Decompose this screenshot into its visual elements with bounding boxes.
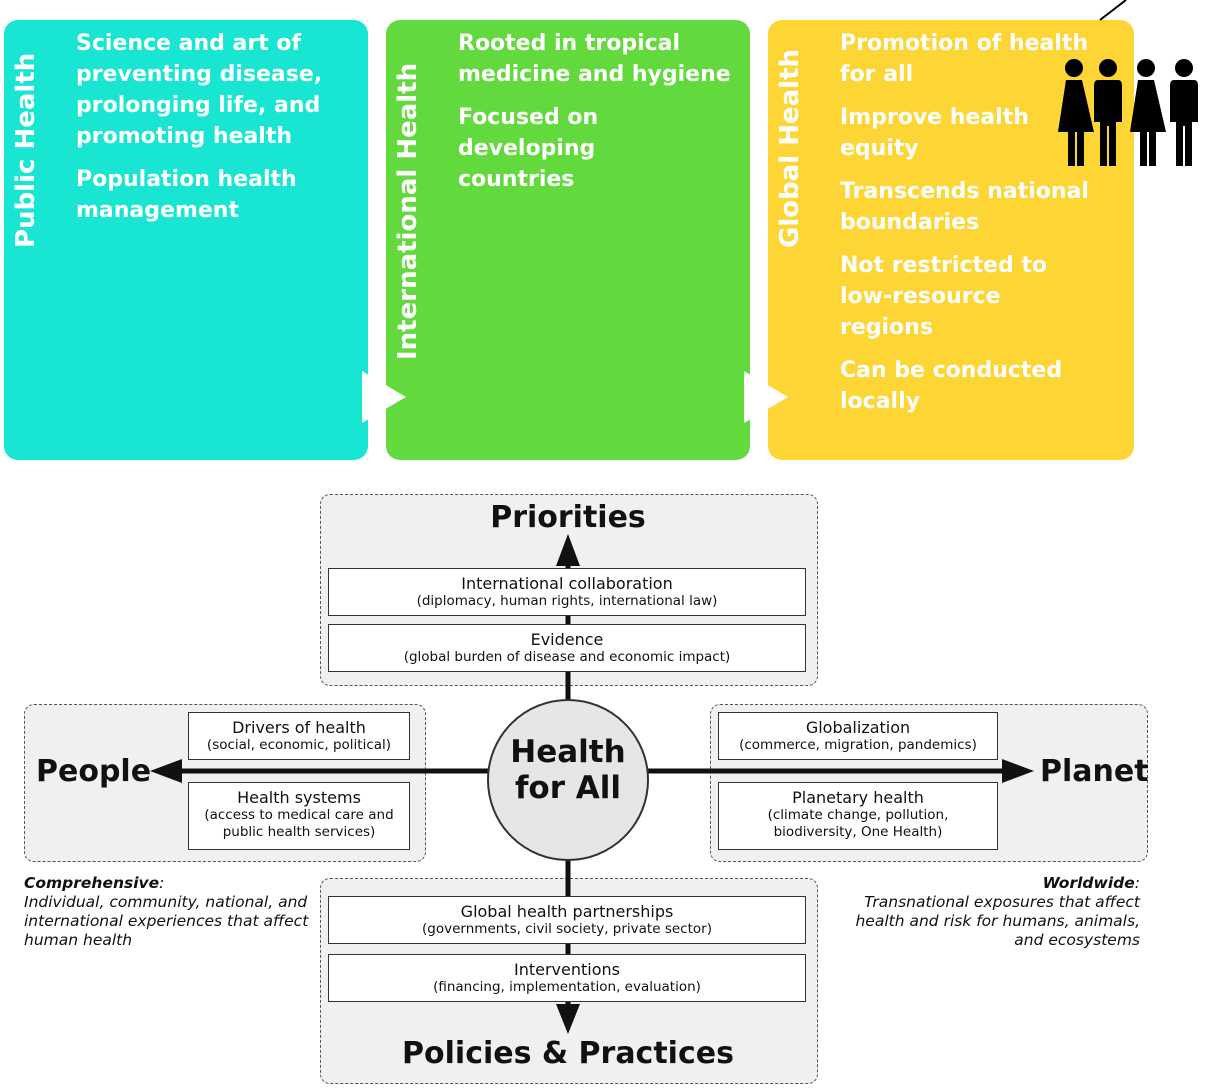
comprehensive-note: Comprehensive: Individual, community, na… bbox=[24, 874, 309, 949]
box-international-collaboration: International collaboration (diplomacy, … bbox=[328, 568, 806, 616]
priorities-heading: Priorities bbox=[490, 500, 646, 535]
box-subtitle: (commerce, migration, pandemics) bbox=[739, 737, 977, 753]
people-heading: People bbox=[36, 754, 152, 789]
chevron-right-icon bbox=[362, 371, 406, 423]
center-line-1: Health bbox=[510, 734, 626, 770]
panel-international-health: International Health Rooted in tropical … bbox=[386, 20, 750, 460]
center-line-2: for All bbox=[514, 770, 622, 806]
box-subtitle: (access to medical care and public healt… bbox=[204, 807, 394, 840]
box-globalization: Globalization (commerce, migration, pand… bbox=[718, 712, 998, 760]
bullet-list: Science and art of preventing disease, p… bbox=[76, 28, 360, 238]
note-heading: Worldwide bbox=[1042, 874, 1135, 892]
box-subtitle: (social, economic, political) bbox=[206, 737, 392, 753]
box-title: Health systems bbox=[237, 788, 361, 807]
bullet-item: Population health management bbox=[76, 167, 297, 223]
box-title: Planetary health bbox=[792, 788, 924, 807]
bullet-item: Rooted in tropical medicine and hygiene bbox=[458, 31, 731, 87]
box-title: Global health partnerships bbox=[460, 902, 674, 921]
panel-public-health: Public Health Science and art of prevent… bbox=[4, 20, 368, 460]
note-body: Individual, community, national, and int… bbox=[24, 893, 309, 949]
box-subtitle: (global burden of disease and economic i… bbox=[403, 649, 731, 665]
box-subtitle: (governments, civil society, private sec… bbox=[422, 921, 712, 937]
box-subtitle: (diplomacy, human rights, international … bbox=[416, 593, 718, 609]
box-planetary-health: Planetary health (climate change, pollut… bbox=[718, 782, 998, 850]
box-subtitle: (climate change, pollution, biodiversity… bbox=[767, 807, 949, 840]
box-title: Evidence bbox=[530, 630, 604, 649]
bullet-list: Promotion of health for all Improve heal… bbox=[840, 28, 1120, 429]
box-subtitle: (financing, implementation, evaluation) bbox=[433, 979, 701, 995]
worldwide-note: Worldwide: Transnational exposures that … bbox=[855, 874, 1140, 949]
box-title: International collaboration bbox=[461, 574, 673, 593]
bullet-item: Transcends national boundaries bbox=[840, 179, 1089, 235]
bullet-list: Rooted in tropical medicine and hygiene … bbox=[458, 28, 742, 207]
note-body: Transnational exposures that affect heal… bbox=[855, 893, 1140, 949]
bullet-item: Improve health equity bbox=[840, 105, 1029, 161]
box-interventions: Interventions (financing, implementation… bbox=[328, 954, 806, 1002]
box-title: Drivers of health bbox=[232, 718, 366, 737]
bullet-item: Science and art of preventing disease, p… bbox=[76, 31, 323, 149]
note-heading: Comprehensive bbox=[24, 874, 160, 892]
bullet-item: Focused on developing countries bbox=[458, 105, 599, 192]
box-evidence: Evidence (global burden of disease and e… bbox=[328, 624, 806, 672]
box-title: Interventions bbox=[514, 960, 620, 979]
chevron-right-icon bbox=[744, 371, 788, 423]
box-drivers-of-health: Drivers of health (social, economic, pol… bbox=[188, 712, 410, 760]
bullet-item: Not restricted to low-resource regions bbox=[840, 253, 1047, 340]
box-title: Globalization bbox=[805, 718, 911, 737]
box-global-health-partnerships: Global health partnerships (governments,… bbox=[328, 896, 806, 944]
corner-line bbox=[1099, 0, 1127, 21]
bullet-item: Can be conducted locally bbox=[840, 358, 1063, 414]
policies-heading: Policies & Practices bbox=[402, 1036, 734, 1071]
box-health-systems: Health systems (access to medical care a… bbox=[188, 782, 410, 850]
people-group-icon bbox=[1058, 59, 1198, 166]
center-label: Health for All bbox=[488, 734, 648, 806]
bullet-item: Promotion of health for all bbox=[840, 31, 1089, 87]
planet-heading: Planet bbox=[1040, 754, 1149, 789]
